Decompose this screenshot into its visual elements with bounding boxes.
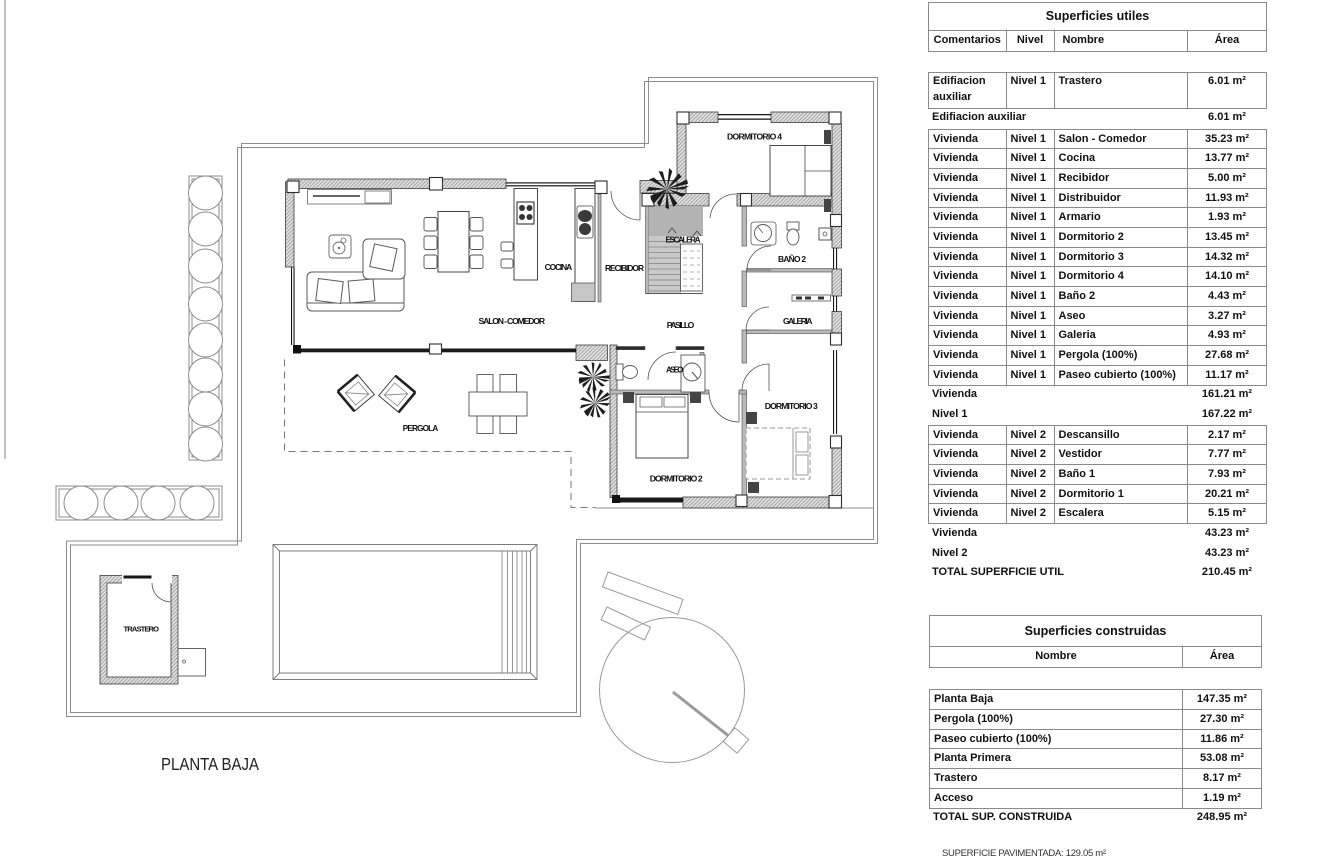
svg-text:DORMITORIO 3: DORMITORIO 3: [765, 401, 818, 411]
svg-text:TRASTERO: TRASTERO: [124, 625, 160, 634]
svg-text:GALERIA: GALERIA: [783, 316, 813, 326]
svg-text:PLANTA BAJA: PLANTA BAJA: [161, 754, 259, 774]
svg-text:ESCALERA: ESCALERA: [666, 236, 701, 245]
svg-text:DORMITORIO 2: DORMITORIO 2: [650, 474, 703, 484]
svg-text:PERGOLA: PERGOLA: [403, 424, 439, 433]
svg-text:RECIBIDOR: RECIBIDOR: [605, 263, 644, 273]
svg-text:BAÑO 2: BAÑO 2: [778, 254, 806, 264]
svg-text:DORMITORIO 4: DORMITORIO 4: [727, 132, 782, 142]
svg-text:COCINA: COCINA: [545, 262, 573, 272]
svg-text:PASILLO: PASILLO: [667, 320, 695, 330]
svg-text:SALON - COMEDOR: SALON - COMEDOR: [479, 316, 546, 326]
svg-text:ASEO: ASEO: [666, 366, 684, 375]
